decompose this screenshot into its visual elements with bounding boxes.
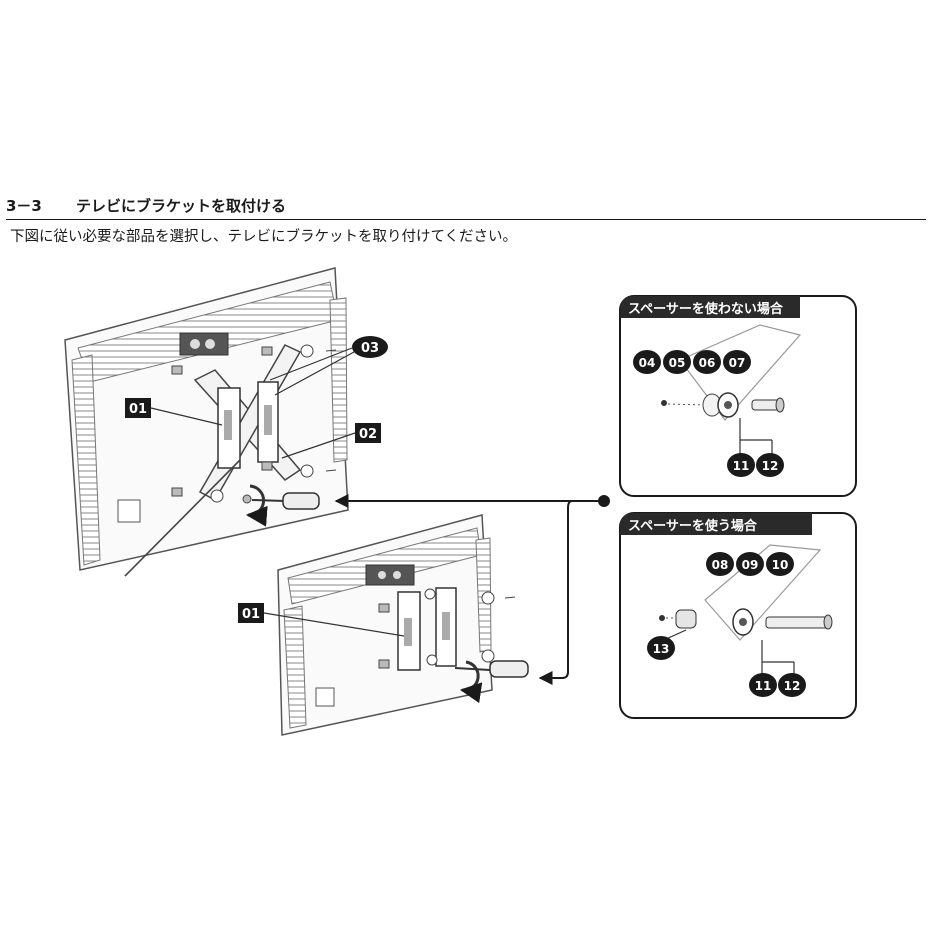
badge-06: 06 (693, 350, 721, 374)
svg-text:11: 11 (733, 459, 750, 473)
screwdriver-large (245, 484, 320, 527)
svg-text:12: 12 (762, 459, 779, 473)
pointer-line (124, 459, 241, 577)
callout-03-top: 03 (269, 336, 388, 396)
callout-01-bottom: 01 (238, 603, 405, 637)
svg-text:01: 01 (242, 607, 260, 622)
callout-02-top: 02 (281, 423, 381, 459)
connector-arrows (334, 494, 610, 685)
section-title: テレビにブラケットを取付ける (76, 197, 287, 215)
panel-spacer-title: スペーサーを使う場合 (628, 518, 758, 534)
screwdriver-small (454, 660, 529, 704)
svg-text:05: 05 (669, 356, 686, 370)
panel-no-spacer-title: スペーサーを使わない場合 (628, 301, 784, 317)
tv-back-small (277, 514, 493, 736)
svg-text:08: 08 (712, 558, 729, 572)
badge-04: 04 (633, 350, 661, 374)
callout-01-top: 01 (125, 398, 223, 426)
instruction-text: 下図に従い必要な部品を選択し、テレビにブラケットを取り付けてください。 (10, 229, 518, 245)
svg-text:11: 11 (755, 679, 772, 693)
svg-text:02: 02 (359, 427, 377, 442)
badge-05: 05 (663, 350, 691, 374)
badge-09: 09 (736, 552, 764, 576)
badge-12-top: 12 (756, 453, 784, 477)
screws-large (171, 344, 337, 504)
badge-10: 10 (766, 552, 794, 576)
svg-text:06: 06 (699, 356, 716, 370)
svg-text:12: 12 (784, 679, 801, 693)
svg-text:01: 01 (129, 402, 147, 417)
badge-13: 13 (647, 636, 675, 660)
section-number: 3－3 (6, 197, 42, 215)
bracket-small (397, 587, 457, 671)
svg-text:07: 07 (729, 356, 746, 370)
panel-no-spacer: スペーサーを使わない場合 04 05 06 07 11 (619, 295, 857, 497)
svg-text:03: 03 (361, 341, 379, 356)
badge-07: 07 (723, 350, 751, 374)
badge-11-bottom: 11 (749, 673, 777, 697)
bracket-large (193, 344, 302, 502)
panel-spacer: スペーサーを使う場合 08 09 10 13 11 (619, 512, 857, 719)
badge-11-top: 11 (727, 453, 755, 477)
svg-text:13: 13 (653, 642, 670, 656)
svg-text:09: 09 (742, 558, 759, 572)
tv-back-large (64, 267, 349, 571)
screws-small (378, 588, 516, 669)
section-heading: 3－3 テレビにブラケットを取付ける (6, 193, 926, 220)
svg-text:10: 10 (772, 558, 789, 572)
badge-12-bottom: 12 (778, 673, 806, 697)
badge-08: 08 (706, 552, 734, 576)
svg-text:04: 04 (639, 356, 656, 370)
